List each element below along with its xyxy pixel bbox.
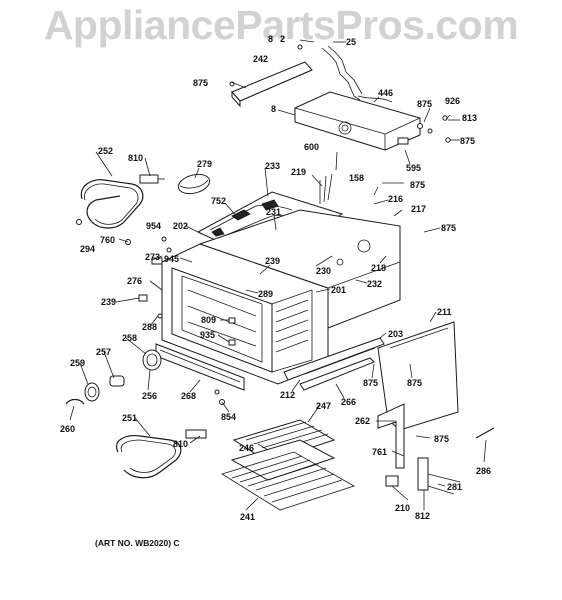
part-label-242: 242	[253, 54, 269, 64]
part-label-241: 241	[240, 512, 256, 522]
part-label-875: 875	[363, 378, 379, 388]
part-label-273: 273	[145, 252, 161, 262]
part-label-256: 256	[142, 391, 158, 401]
part-label-288: 288	[142, 322, 158, 332]
part-label-230: 230	[316, 266, 332, 276]
part-label-246: 246	[239, 443, 255, 453]
part-label-810: 810	[173, 439, 189, 449]
part-label-210: 210	[395, 503, 411, 513]
part-label-158: 158	[349, 173, 365, 183]
part-label-219: 219	[291, 167, 307, 177]
part-label-954: 954	[146, 221, 162, 231]
part-label-875: 875	[410, 180, 426, 190]
part-label-257: 257	[96, 347, 112, 357]
part-label-231: 231	[266, 207, 282, 217]
part-label-875: 875	[417, 99, 433, 109]
part-label-212: 212	[280, 390, 296, 400]
part-label-260: 260	[60, 424, 76, 434]
part-label-854: 854	[221, 412, 237, 422]
part-label-262: 262	[355, 416, 371, 426]
bake-element-part[interactable]	[76, 174, 166, 229]
oven-rack-part[interactable]	[221, 451, 355, 511]
part-label-216: 216	[388, 194, 404, 204]
light-cover-part[interactable]	[176, 171, 212, 197]
part-label-268: 268	[181, 391, 197, 401]
part-label-813: 813	[462, 113, 478, 123]
control-panel-part[interactable]	[294, 91, 421, 151]
part-label-810: 810	[128, 153, 144, 163]
part-label-279: 279	[197, 159, 213, 169]
part-label-289: 289	[258, 289, 274, 299]
part-label-446: 446	[378, 88, 394, 98]
bottom-rail-part[interactable]	[283, 337, 385, 391]
watermark-text: AppliancePartsPros.com	[43, 2, 519, 48]
part-label-218: 218	[371, 263, 387, 273]
part-label-875: 875	[434, 434, 450, 444]
knob-assembly-part[interactable]	[65, 349, 162, 405]
art-number-caption: (ART NO. WB2020) C	[95, 538, 180, 548]
part-label-266: 266	[341, 397, 357, 407]
part-label-233: 233	[265, 161, 281, 171]
part-label-875: 875	[193, 78, 209, 88]
part-label-259: 259	[70, 358, 86, 368]
part-label-945: 945	[164, 254, 180, 264]
part-label-926: 926	[445, 96, 461, 106]
part-label-25: 25	[346, 37, 357, 47]
part-label-202: 202	[173, 221, 189, 231]
part-label-761: 761	[372, 447, 388, 457]
part-label-752: 752	[211, 196, 227, 206]
part-label-258: 258	[122, 333, 138, 343]
part-label-239: 239	[101, 297, 117, 307]
part-label-875: 875	[460, 136, 476, 146]
part-label-812: 812	[415, 511, 431, 521]
part-label-276: 276	[127, 276, 143, 286]
part-label-232: 232	[367, 279, 383, 289]
part-label-8: 8	[268, 34, 274, 44]
part-label-281: 281	[447, 482, 463, 492]
part-label-251: 251	[122, 413, 138, 423]
part-label-252: 252	[98, 146, 114, 156]
part-label-201: 201	[331, 285, 347, 295]
vent-duct-part[interactable]	[231, 61, 313, 108]
part-label-760: 760	[100, 235, 116, 245]
wire-harness-part[interactable]	[297, 44, 363, 101]
part-label-935: 935	[200, 330, 216, 340]
part-label-875: 875	[407, 378, 423, 388]
part-label-286: 286	[476, 466, 492, 476]
part-label-247: 247	[316, 401, 332, 411]
part-label-211: 211	[437, 307, 452, 317]
part-label-809: 809	[201, 315, 217, 325]
part-label-875: 875	[441, 223, 457, 233]
broil-element-part[interactable]	[116, 429, 207, 479]
part-label-600: 600	[304, 142, 320, 152]
part-label-294: 294	[80, 244, 96, 254]
part-label-8: 8	[271, 104, 277, 114]
part-label-217: 217	[411, 204, 427, 214]
part-label-595: 595	[406, 163, 422, 173]
side-bracket-part[interactable]	[377, 403, 405, 469]
part-label-203: 203	[388, 329, 404, 339]
screws-part[interactable]	[229, 81, 451, 143]
leader-lines	[69, 39, 487, 511]
side-panel-part[interactable]	[377, 321, 459, 431]
part-label-239: 239	[265, 256, 281, 266]
part-label-2: 2	[280, 34, 286, 44]
